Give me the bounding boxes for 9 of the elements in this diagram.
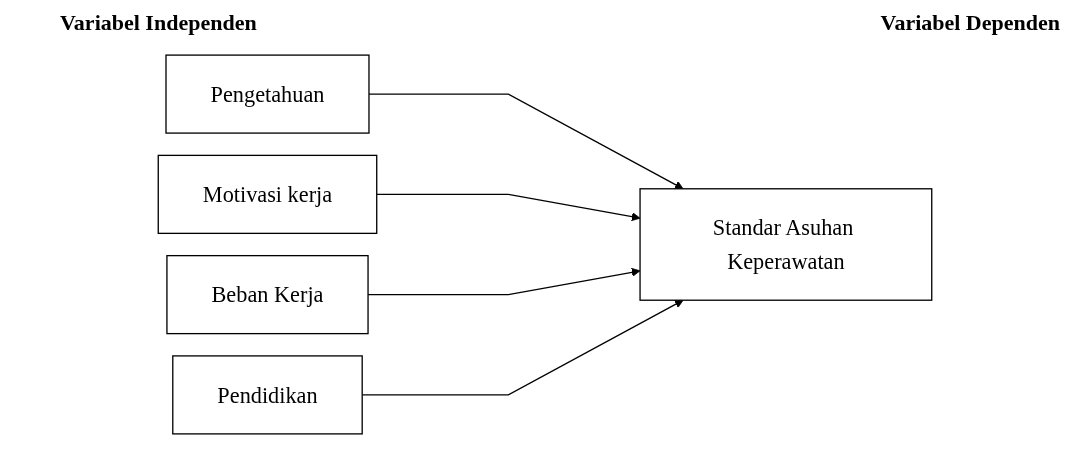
node-box: Pengetahuan — [165, 53, 370, 134]
column-heading: Variabel Dependen — [880, 10, 1060, 37]
column-heading: Variabel Independen — [60, 10, 257, 37]
node-box: Beban Kerja — [166, 254, 369, 334]
node-box: Standar Asuhan Keperawatan — [639, 187, 933, 301]
arrow — [376, 193, 641, 221]
node-box: Pendidikan — [172, 354, 363, 435]
arrow — [368, 92, 684, 189]
node-box: Motivasi kerja — [157, 154, 378, 234]
